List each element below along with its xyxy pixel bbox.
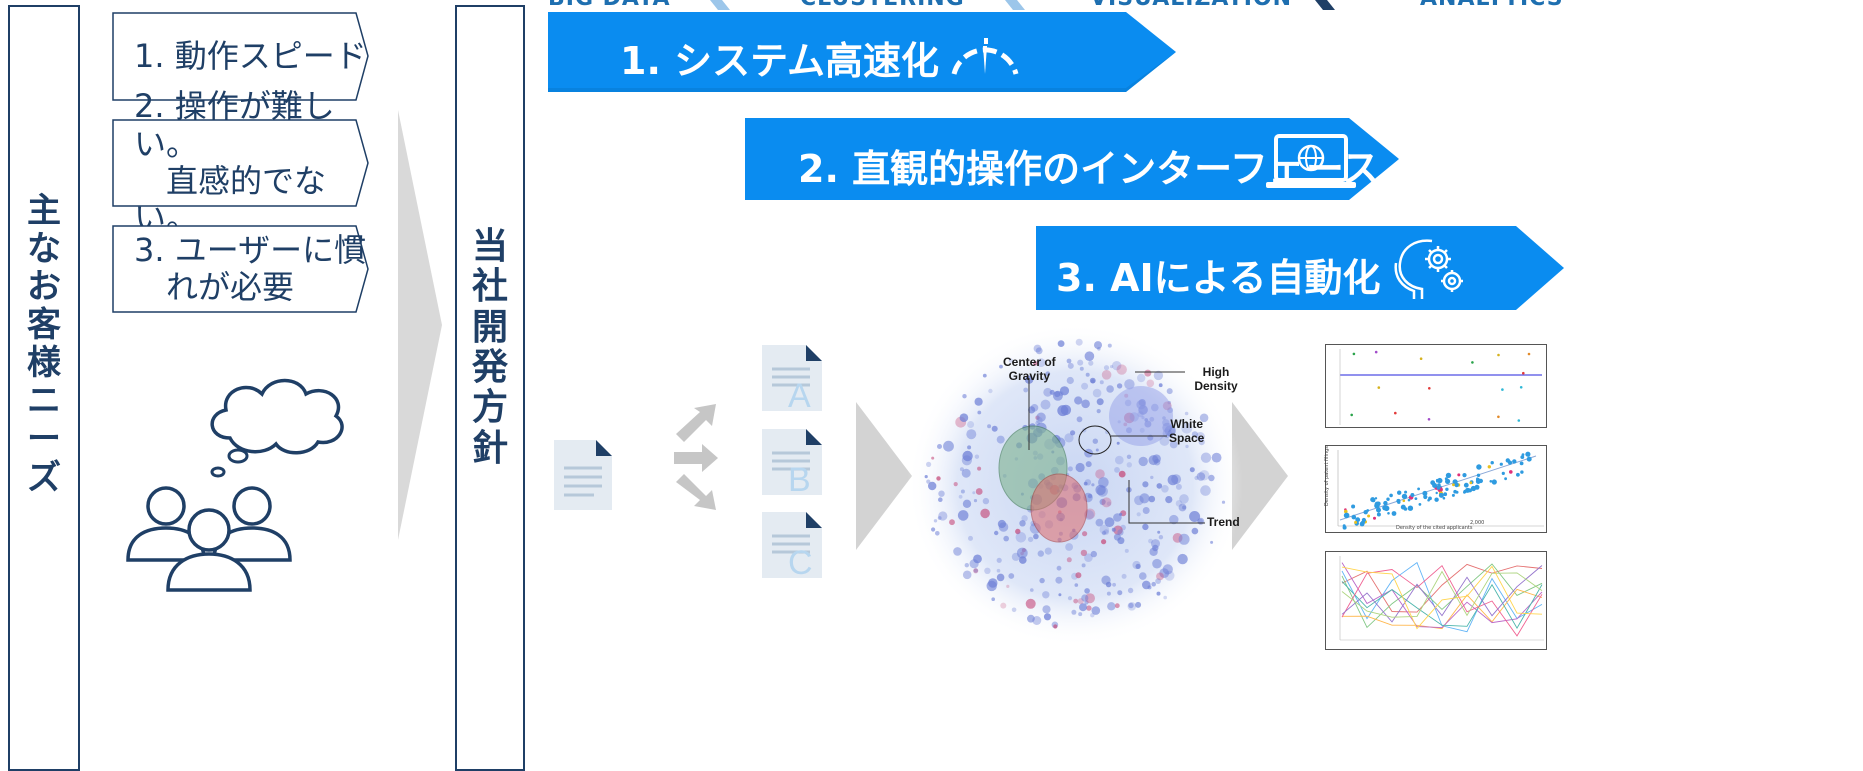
document-letter: B — [788, 461, 811, 499]
cluster-label-trend: Trend — [1207, 515, 1240, 529]
policy-panel: 当社開発方針 — [455, 5, 525, 771]
scatter-y-axis-label: Density of patent filings — [1324, 446, 1330, 506]
banner-3-shape — [1036, 226, 1564, 310]
top-label-big-data: BIG DATA — [548, 0, 671, 11]
document-letter: C — [788, 544, 813, 582]
banner-1-shape — [548, 12, 1176, 92]
banner-2-shape — [745, 118, 1399, 200]
scatter-x-axis-label: Density of the cited applicants — [1396, 525, 1473, 531]
document-b-icon: B — [760, 427, 826, 499]
cluster-label-white-space: White Space — [1169, 417, 1205, 445]
thought-cloud-icon — [210, 378, 344, 478]
flow-chevron-2 — [1232, 402, 1288, 550]
need-item-label: 3. ユーザーに慣 れが必要 — [134, 230, 367, 306]
top-chevron-icon — [1005, 0, 1025, 10]
cluster-label-high-density: High Density — [1194, 365, 1238, 393]
policy-title: 当社開発方針 — [471, 226, 508, 469]
customer-needs-title: 主なお客様ニーズ — [26, 191, 61, 498]
document-a-icon: A — [760, 343, 826, 415]
flow-chevron-1 — [856, 402, 912, 550]
cluster-label-center: Center of Gravity — [1003, 355, 1056, 383]
banner-1-label: 1. システム高速化 — [620, 39, 939, 83]
mini-chart-lines — [1325, 551, 1547, 650]
need-item-2: 2. 操作が難しい。 直感的でない。 — [112, 87, 370, 238]
ai-head-gears-icon — [1394, 239, 1463, 299]
split-arrows-icon — [674, 404, 718, 510]
top-label-analytics: ANALYTICS — [1420, 0, 1564, 11]
scatter-tick-label: 2,000 — [1470, 520, 1485, 526]
top-chevron-icon — [1315, 0, 1335, 10]
top-label-visualization: VISUALIZATION — [1090, 0, 1292, 11]
mini-chart-dots — [1325, 344, 1547, 428]
cluster-map-canvas — [907, 323, 1243, 647]
cluster-map: Center of Gravity High Density White Spa… — [905, 320, 1245, 650]
flow-arrow-large — [398, 110, 442, 540]
customer-needs-panel: 主なお客様ニーズ — [8, 5, 80, 771]
need-item-label: 1. 動作スピード — [134, 36, 367, 75]
banner-3-label: 3. AIによる自動化 — [1056, 256, 1381, 300]
need-item-label: 2. 操作が難しい。 直感的でない。 — [134, 87, 335, 238]
need-item-1: 1. 動作スピード — [112, 12, 370, 101]
speedometer-icon — [951, 38, 1019, 75]
top-label-clustering: CLUSTERING — [800, 0, 965, 11]
need-item-3: 3. ユーザーに慣 れが必要 — [112, 225, 370, 313]
top-chevron-icon — [710, 0, 730, 10]
source-document-icon — [554, 440, 612, 510]
people-group-icon — [126, 486, 292, 592]
document-c-icon: C — [760, 510, 826, 582]
laptop-globe-icon — [1266, 134, 1356, 188]
document-letter: A — [788, 377, 811, 415]
mini-chart-scatter: Density of patent filings Density of the… — [1324, 445, 1547, 533]
